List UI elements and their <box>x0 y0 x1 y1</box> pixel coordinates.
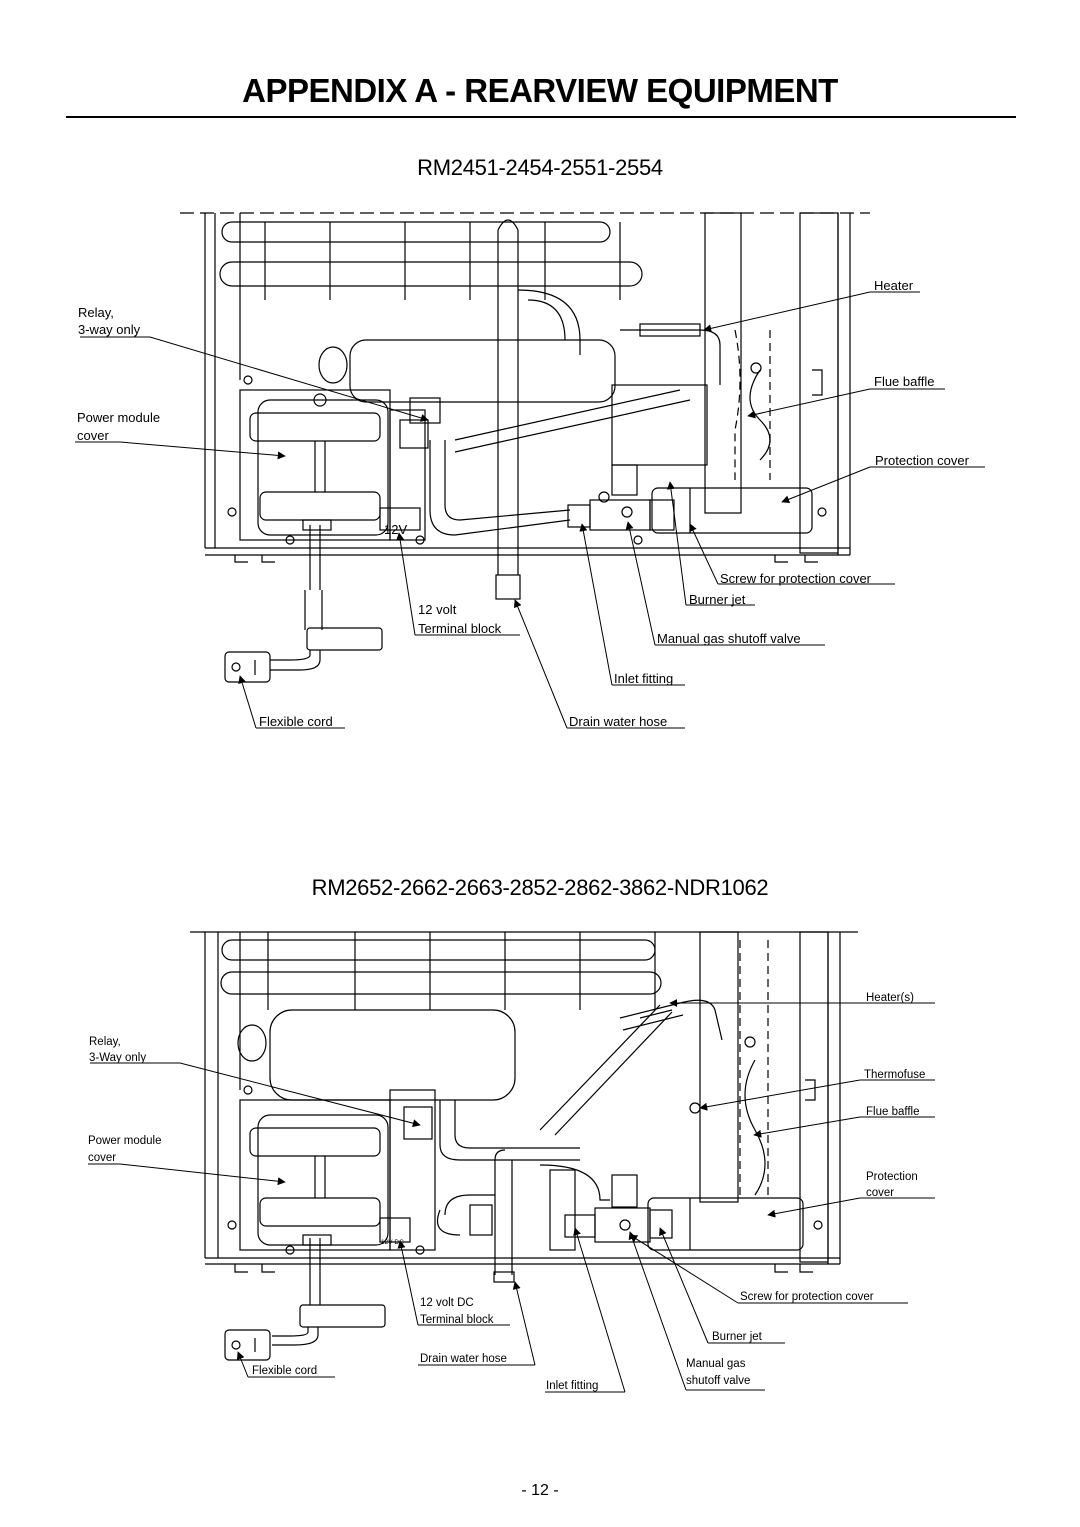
fig1-label-drain-hose: Drain water hose <box>569 714 667 729</box>
page-title: APPENDIX A - REARVIEW EQUIPMENT <box>242 72 838 109</box>
fig2-label-flue-baffle: Flue baffle <box>866 1106 920 1118</box>
fig2-label-relay-2: 3-Way only <box>89 1052 146 1064</box>
fig1-label-heater: Heater <box>874 278 914 293</box>
figure1-title: RM2451-2454-2551-2554 <box>417 155 663 180</box>
fig2-label-manual-gas-2: shutoff valve <box>686 1375 750 1387</box>
fig2-label-protection-2: cover <box>866 1187 894 1199</box>
fig2-label-volt-1: 12 volt DC <box>420 1297 474 1309</box>
figure2-leaders <box>88 1003 935 1393</box>
fig2-label-volt-2: Terminal block <box>420 1314 494 1326</box>
fig2-label-inlet-fitting: Inlet fitting <box>546 1380 598 1392</box>
figure2-diagram: 12V DC Heater(s) Relay, 3-Way only Therm… <box>88 931 935 1393</box>
fig2-label-protection-1: Protection <box>866 1171 918 1183</box>
fig2-label-drain-hose: Drain water hose <box>420 1353 507 1365</box>
fig1-label-burner-jet: Burner jet <box>689 592 746 607</box>
fig2-label-power-module-2: cover <box>88 1152 116 1164</box>
fig2-label-burner-jet: Burner jet <box>712 1331 763 1343</box>
fig1-label-inlet-fitting: Inlet fitting <box>614 671 673 686</box>
figure1-leaders <box>75 291 985 729</box>
fig2-label-screw: Screw for protection cover <box>740 1291 874 1303</box>
fig1-label-power-module-1: Power module <box>77 410 160 425</box>
figure1-labels: Heater Relay, 3-way only Flue baffle Pow… <box>77 278 970 729</box>
fig2-label-thermofuse: Thermofuse <box>864 1069 925 1081</box>
fig1-label-relay-1: Relay, <box>78 305 114 320</box>
fig1-label-flexible-cord: Flexible cord <box>259 714 333 729</box>
fig1-label-volt-1: 12 volt <box>418 602 457 617</box>
fig2-label-power-module-1: Power module <box>88 1135 162 1147</box>
figure2-labels: Heater(s) Relay, 3-Way only Thermofuse F… <box>88 992 925 1392</box>
fig2-label-manual-gas-1: Manual gas <box>686 1358 746 1370</box>
fig1-label-manual-gas: Manual gas shutoff valve <box>657 631 801 646</box>
fig1-label-screw: Screw for protection cover <box>720 571 872 586</box>
fig1-label-protection-cover: Protection cover <box>875 453 970 468</box>
page-number: - 12 - <box>521 1482 559 1499</box>
fig2-label-relay-1: Relay, <box>89 1036 121 1048</box>
figure2-drawing <box>190 931 858 1361</box>
fig1-label-flue-baffle: Flue baffle <box>874 374 934 389</box>
fig2-label-heaters: Heater(s) <box>866 992 914 1004</box>
fig2-label-flexible-cord: Flexible cord <box>252 1365 317 1377</box>
title-rule <box>66 116 1016 118</box>
fig1-label-relay-2: 3-way only <box>78 322 141 337</box>
figure1-diagram: 12V Heater Relay, 3-way only Flue baffle… <box>75 212 985 729</box>
fig1-label-volt-2: Terminal block <box>418 621 502 636</box>
figure1-drawing <box>180 212 870 683</box>
figure2-title: RM2652-2662-2663-2852-2862-3862-NDR1062 <box>311 875 769 900</box>
fig1-label-power-module-2: cover <box>77 428 109 443</box>
figure1-terminal-mark: 12V <box>384 522 407 537</box>
